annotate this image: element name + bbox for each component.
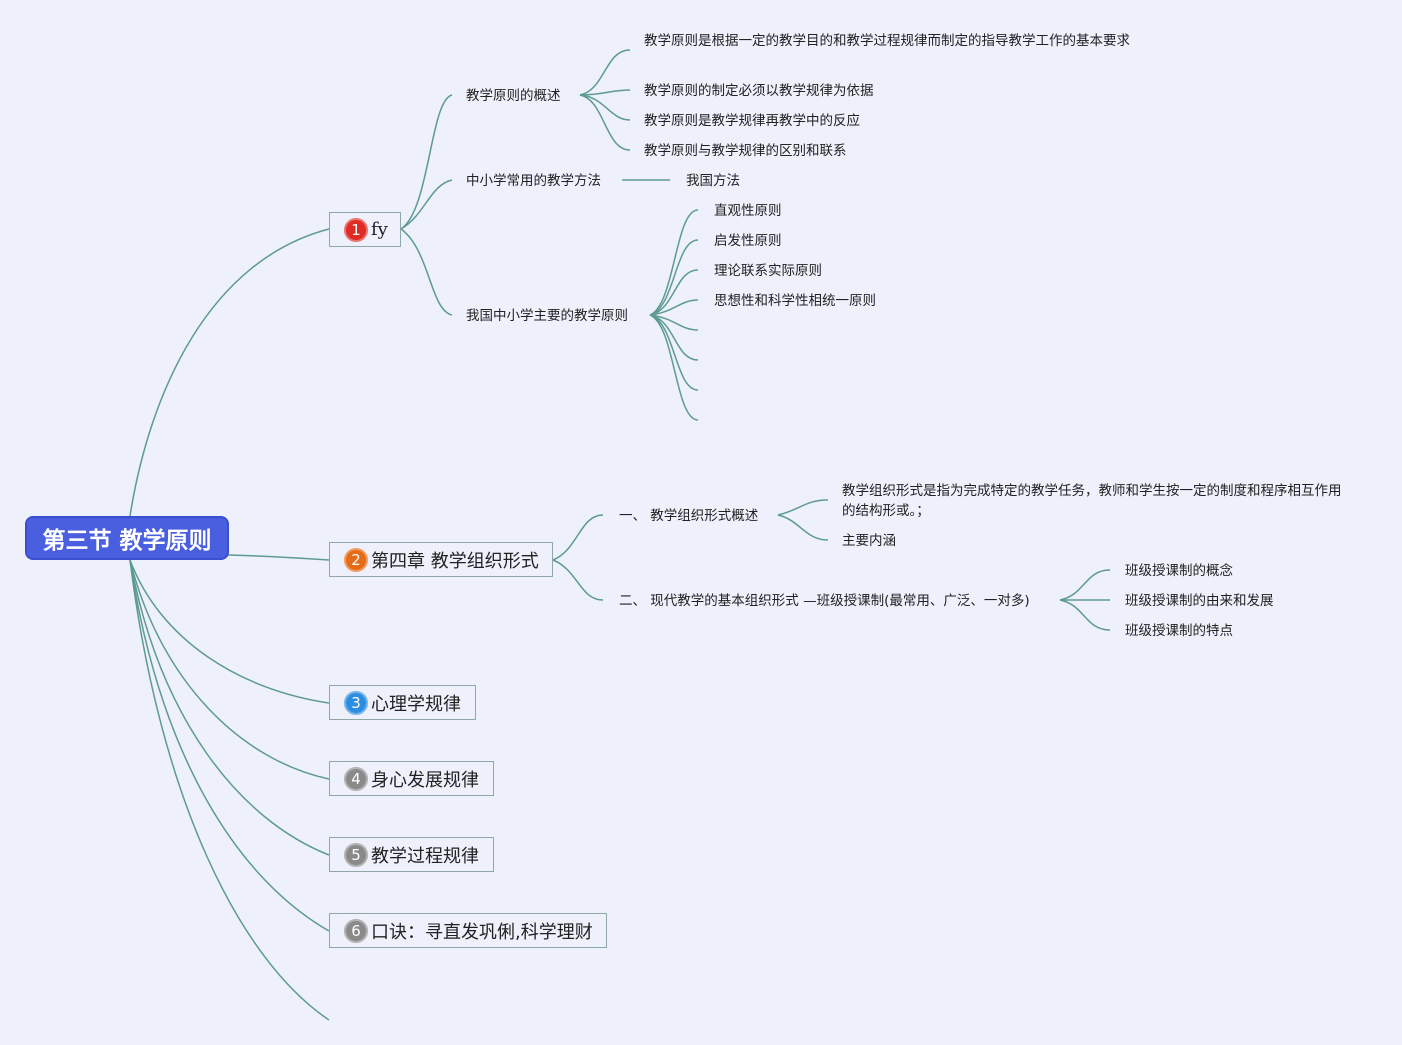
root-topic[interactable]: 第三节 教学原则 [25,516,229,560]
leaf-topic[interactable]: 班级授课制的由来和发展 [1125,593,1274,609]
branch-4[interactable]: 4 身心发展规律 [329,761,494,796]
leaf-topic[interactable]: 启发性原则 [714,233,782,249]
leaf-topic[interactable]: 班级授课制的概念 [1125,563,1233,579]
number-badge-icon: 6 [344,918,368,943]
branch-label: 教学过程规律 [371,845,479,867]
leaf-topic[interactable]: 理论联系实际原则 [714,263,822,279]
subtopic-methods[interactable]: 中小学常用的教学方法 [466,173,601,189]
number-badge-icon: 4 [344,766,368,791]
leaf-topic[interactable]: 我国方法 [686,173,740,189]
leaf-topic[interactable]: 主要内涵 [842,533,896,549]
subtopic-principles[interactable]: 我国中小学主要的教学原则 [466,308,628,324]
branch-label: 心理学规律 [371,693,461,715]
number-badge-icon: 2 [344,547,368,572]
branch-5[interactable]: 5 教学过程规律 [329,837,494,872]
leaf-topic[interactable]: 班级授课制的特点 [1125,623,1233,639]
subtopic-overview[interactable]: 一、 教学组织形式概述 [619,508,759,524]
number-badge-icon: 1 [344,217,368,242]
leaf-topic[interactable]: 教学原则与教学规律的区别和联系 [644,143,847,159]
branch-label: 口诀：寻直发巩俐,科学理财 [371,921,593,943]
number-badge-icon: 5 [344,842,368,867]
branch-label: 第四章 教学组织形式 [371,550,539,572]
branch-label: 身心发展规律 [371,769,479,791]
leaf-topic[interactable]: 教学组织形式是指为完成特定的教学任务，教师和学生按一定的制度和程序相互作用的结构… [842,483,1342,519]
branch-3[interactable]: 3 心理学规律 [329,685,476,720]
branch-label: fy [371,219,388,240]
branch-6[interactable]: 6 口诀：寻直发巩俐,科学理财 [329,913,607,948]
leaf-topic[interactable]: 教学原则是教学规律再教学中的反应 [644,113,860,129]
subtopic-overview[interactable]: 教学原则的概述 [466,88,561,104]
branch-2[interactable]: 2 第四章 教学组织形式 [329,542,553,577]
leaf-topic[interactable]: 思想性和科学性相统一原则 [714,293,876,309]
branch-1[interactable]: 1 fy [329,212,401,247]
number-badge-icon: 3 [344,690,368,715]
leaf-topic[interactable]: 教学原则的制定必须以教学规律为依据 [644,83,874,99]
leaf-topic[interactable]: 教学原则是根据一定的教学目的和教学过程规律而制定的指导教学工作的基本要求 [644,33,1130,49]
leaf-topic[interactable]: 直观性原则 [714,203,782,219]
subtopic-class-system[interactable]: 二、 现代教学的基本组织形式 —班级授课制(最常用、广泛、一对多) [619,593,1030,609]
